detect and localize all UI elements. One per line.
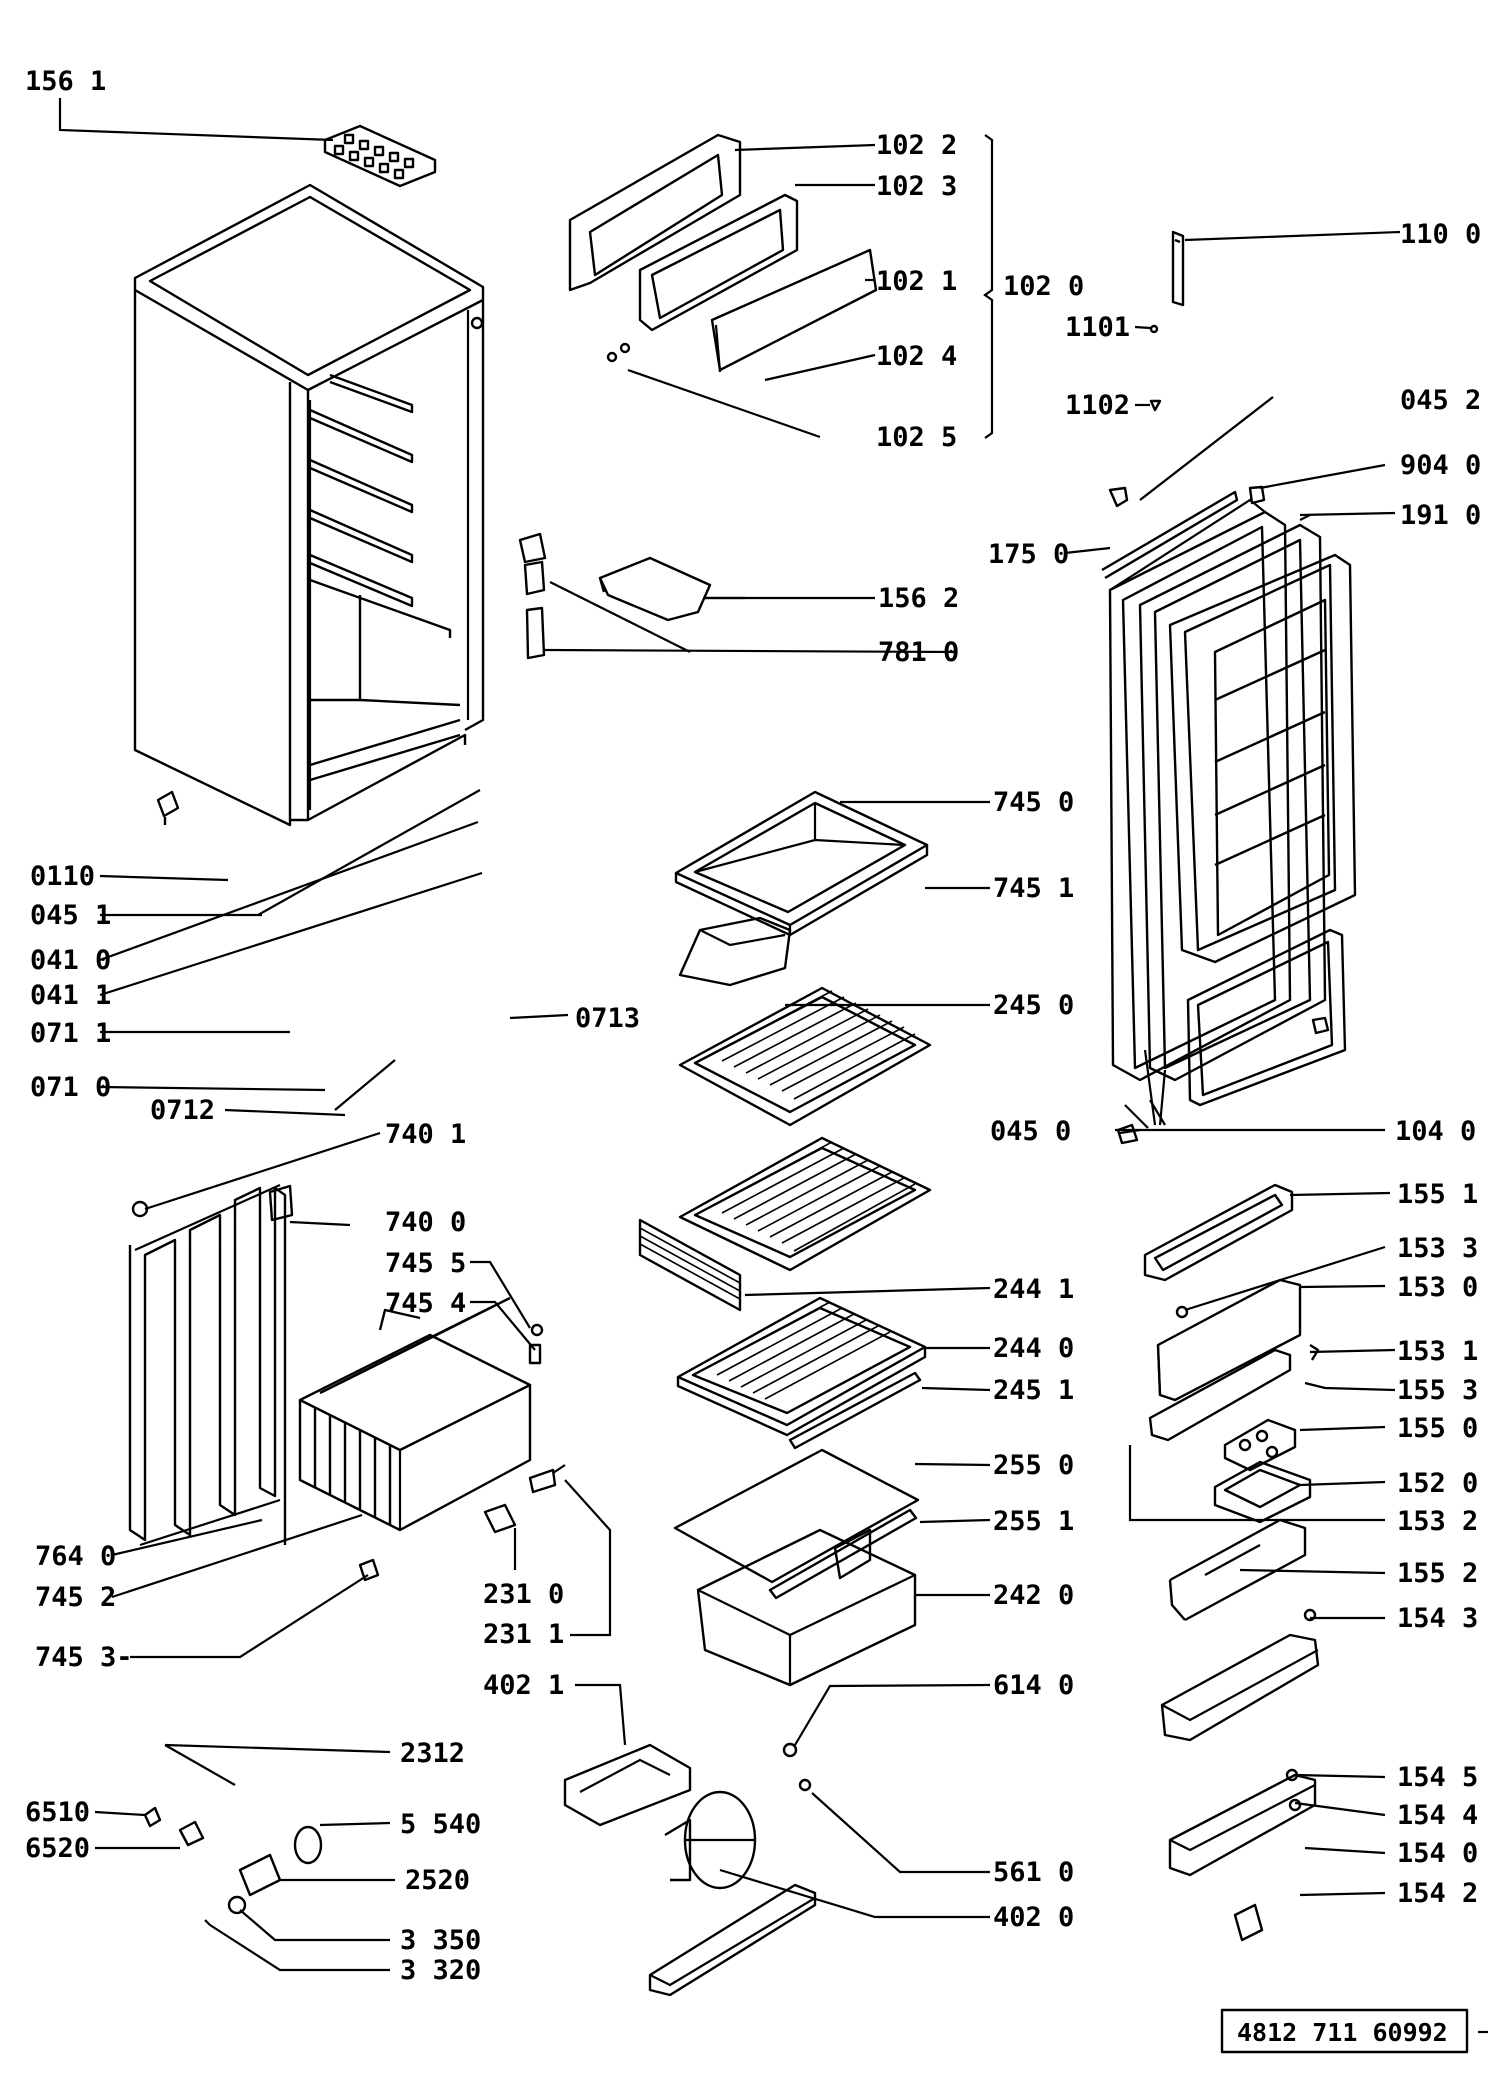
label-7453: 745 3- [35, 1642, 133, 1673]
label-7454: 745 4 [385, 1288, 466, 1319]
label-0712: 0712 [150, 1095, 215, 1126]
label-0410: 041 0 [30, 945, 111, 976]
label-1021: 102 1 [876, 266, 957, 297]
label-2420: 242 0 [993, 1580, 1074, 1611]
label-1551: 155 1 [1397, 1179, 1478, 1210]
label-0450: 045 0 [990, 1116, 1071, 1147]
label-0451: 045 1 [30, 900, 111, 931]
label-1544: 154 4 [1397, 1800, 1478, 1831]
part-labels: 156 1 102 2 102 3 102 1 102 0 102 4 102 … [25, 66, 1481, 1986]
reference-number-box: 4812 711 60992 [1220, 2008, 1488, 2054]
label-6140: 614 0 [993, 1670, 1074, 1701]
label-1540: 154 0 [1397, 1838, 1478, 1869]
label-1101: 1101 [1065, 312, 1130, 343]
label-6520: 6520 [25, 1833, 90, 1864]
label-7640: 764 0 [35, 1541, 116, 1572]
condenser-drawing [128, 1183, 294, 1547]
label-2550: 255 0 [993, 1450, 1074, 1481]
label-1102: 1102 [1065, 390, 1130, 421]
hinge-drawing [1171, 230, 1185, 307]
small-arrow-marks [1134, 324, 1162, 412]
label-1553: 155 3 [1397, 1375, 1478, 1406]
label-7452: 745 2 [35, 1582, 116, 1613]
cabinet-drawing [133, 183, 485, 827]
label-9040: 904 0 [1400, 450, 1481, 481]
label-2551: 255 1 [993, 1506, 1074, 1537]
label-7451: 745 1 [993, 873, 1074, 904]
label-1910: 191 0 [1400, 500, 1481, 531]
label-7810: 781 0 [878, 637, 959, 668]
reference-number: 4812 711 60992 [1237, 2018, 1448, 2047]
thermostat-knob-drawing [518, 532, 547, 660]
door-bins-drawing [1143, 1183, 1320, 1942]
label-2312: 2312 [400, 1738, 465, 1769]
label-2441: 244 1 [993, 1274, 1074, 1305]
label-2310: 231 0 [483, 1579, 564, 1610]
small-parts-drawing [143, 1744, 323, 1926]
label-3350: 3 350 [400, 1925, 481, 1956]
label-0713: 0713 [575, 1003, 640, 1034]
label-1542: 154 2 [1397, 1878, 1478, 1909]
label-1100: 110 0 [1400, 219, 1481, 250]
leader-lines [58, 98, 1401, 1972]
label-2440: 244 0 [993, 1333, 1074, 1364]
label-1020: 102 0 [1003, 271, 1084, 302]
label-7450: 745 0 [993, 787, 1074, 818]
label-1561: 156 1 [25, 66, 106, 97]
shelf-tray-drawing [598, 556, 712, 622]
label-7400: 740 0 [385, 1207, 466, 1238]
label-2451: 245 1 [993, 1375, 1074, 1406]
label-3320: 3 320 [400, 1955, 481, 1986]
evaporator-drawing [298, 1296, 544, 1582]
label-2311: 231 1 [483, 1619, 564, 1650]
freezer-door-drawing [568, 133, 878, 373]
label-0452: 045 2 [1400, 385, 1481, 416]
label-1533: 153 3 [1397, 1233, 1478, 1264]
label-1520: 152 0 [1397, 1468, 1478, 1499]
label-1545: 154 5 [1397, 1762, 1478, 1793]
label-1531: 153 1 [1397, 1336, 1478, 1367]
ice-tray-drawing [323, 124, 437, 188]
shelves-drawing [638, 790, 932, 1687]
label-1532: 153 2 [1397, 1506, 1478, 1537]
label-1552: 155 2 [1397, 1558, 1478, 1589]
label-0110: 0110 [30, 861, 95, 892]
label-4020: 402 0 [993, 1902, 1074, 1933]
refrigerator-door-drawing [1101, 485, 1357, 1145]
label-6510: 6510 [25, 1797, 90, 1828]
label-1024: 102 4 [876, 341, 957, 372]
label-7401: 740 1 [385, 1119, 466, 1150]
label-0710: 071 0 [30, 1072, 111, 1103]
label-1562: 156 2 [878, 583, 959, 614]
label-1040: 104 0 [1395, 1116, 1476, 1147]
label-5540: 5 540 [400, 1809, 481, 1840]
compressor-drawing [563, 1742, 817, 1997]
label-7455: 745 5 [385, 1248, 466, 1279]
label-1750: 175 0 [988, 539, 1069, 570]
label-2450: 245 0 [993, 990, 1074, 1021]
label-0411: 041 1 [30, 980, 111, 1011]
label-1543: 154 3 [1397, 1603, 1478, 1634]
label-1550: 155 0 [1397, 1413, 1478, 1444]
label-1530: 153 0 [1397, 1272, 1478, 1303]
label-0711: 071 1 [30, 1018, 111, 1049]
label-2520: 2520 [405, 1865, 470, 1896]
thermostat-drawing [483, 1464, 566, 1534]
label-5610: 561 0 [993, 1857, 1074, 1888]
label-4021: 402 1 [483, 1670, 564, 1701]
label-1022: 102 2 [876, 130, 957, 161]
label-1025: 102 5 [876, 422, 957, 453]
label-1023: 102 3 [876, 171, 957, 202]
